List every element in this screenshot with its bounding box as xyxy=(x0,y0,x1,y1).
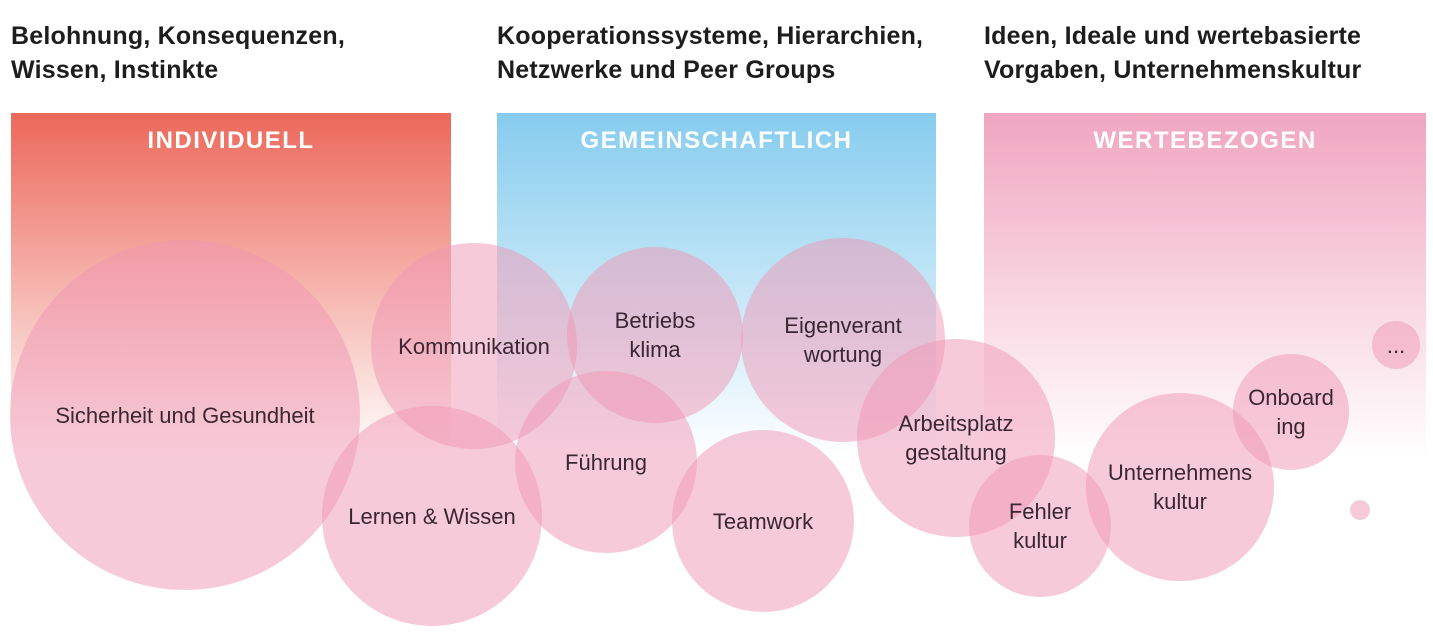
bubble-more: ... xyxy=(1372,321,1420,369)
bubble-label-unternehmenskultur: Unternehmens kultur xyxy=(1107,460,1253,514)
bubble-lernen-und-wissen: Lernen & Wissen xyxy=(322,406,542,626)
bubble-sicherheit-und-gesundheit: Sicherheit und Gesundheit xyxy=(10,240,360,590)
bubble-teamwork: Teamwork xyxy=(672,430,854,612)
bubble-label-more: ... xyxy=(1386,332,1406,358)
bubble-label-fuehrung: Führung xyxy=(565,449,647,475)
bubble-label-teamwork: Teamwork xyxy=(712,508,814,534)
bubble-label-betriebsklima: Betriebs klima xyxy=(614,308,696,362)
bubble-onboarding: Onboard ing xyxy=(1233,354,1349,470)
bubble-label-lernen-und-wissen: Lernen & Wissen xyxy=(348,503,516,529)
header-wertebezogen: Ideen, Ideale und wertebasierte Vorgaben… xyxy=(984,22,1362,84)
panel-title-wertebezogen: WERTEBEZOGEN xyxy=(1093,127,1317,154)
bubble-label-arbeitsplatzgestaltung: Arbeitsplatz gestaltung xyxy=(898,411,1014,465)
header-gemeinschaftlich: Kooperationssysteme, Hierarchien, Netzwe… xyxy=(497,22,924,84)
bubble-small-dot xyxy=(1350,500,1370,520)
bubble-label-fehlerkultur: Fehler kultur xyxy=(1008,499,1072,553)
bubble-label-eigenverantwortung: Eigenverant wortung xyxy=(784,313,902,367)
bubble-label-onboarding: Onboard ing xyxy=(1248,385,1334,439)
bubble-label-kommunikation: Kommunikation xyxy=(398,333,550,359)
panel-title-gemeinschaftlich: GEMEINSCHAFTLICH xyxy=(580,127,853,154)
panel-title-individuell: INDIVIDUELL xyxy=(147,127,315,154)
bubble-label-sicherheit-und-gesundheit: Sicherheit und Gesundheit xyxy=(55,402,315,428)
bubble-fuehrung: Führung xyxy=(515,371,697,553)
header-individuell: Belohnung, Konsequenzen, Wissen, Instink… xyxy=(11,22,345,84)
